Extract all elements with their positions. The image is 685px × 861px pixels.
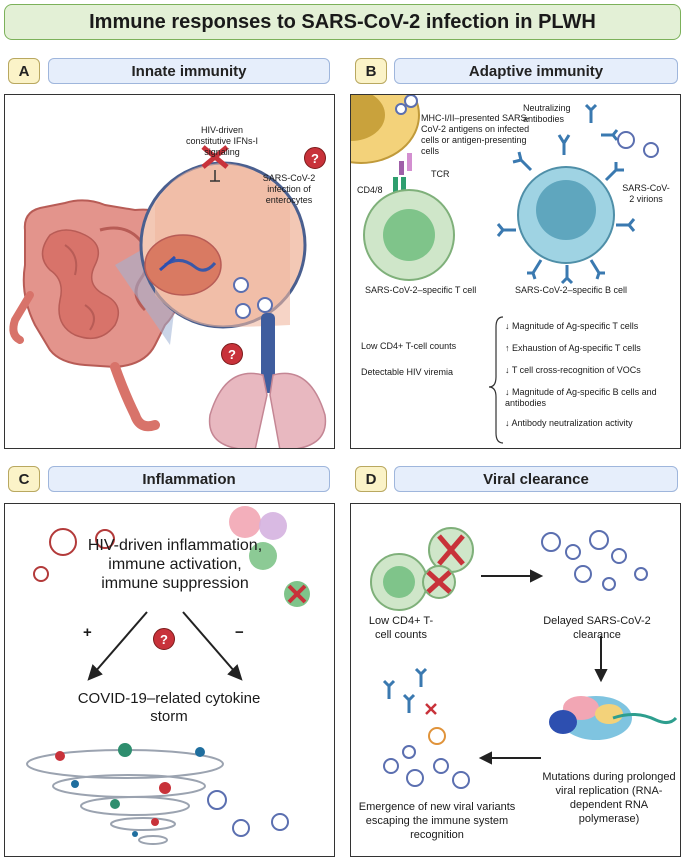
neutralizing-label: Neutralizing antibodies [523,103,571,124]
panel-c-header: Inflammation [48,466,330,492]
panel-d-header: Viral clearance [394,466,678,492]
panel-c-letter: C [8,466,40,492]
question-mark-badge: ? [304,147,326,169]
effect-item: ↓ Antibody neutralization activity [505,418,633,428]
t-cell-label: SARS-CoV-2–specific T cell [365,285,477,295]
panel-a-header: Innate immunity [48,58,330,84]
figure-title: Immune responses to SARS-CoV-2 infection… [4,4,681,40]
panel-c: HIV-driven inflammation, immune activati… [4,503,335,857]
panel-b-illustration [351,95,659,444]
question-mark-badge-lungs: ? [221,343,243,365]
panel-a-illustration [9,145,327,448]
virus-icons [383,530,648,789]
b-cell-icon [517,166,615,264]
hiv-inflammation-label: HIV-driven inflammation, immune activati… [87,537,263,592]
plus-sign: + [83,624,92,641]
condition-low-cd4: Low CD4+ T-cell counts [361,341,457,351]
virus-icons [233,277,273,319]
t-cell-icons [370,527,474,611]
cytokine-storm-label: COVID-19–related cytokine storm [77,690,261,725]
rna-polymerase-illustration [549,696,678,740]
red-cross-icon [201,145,229,182]
panel-c-illustration [26,506,310,845]
emergence-label: Emergence of new viral variants escaping… [358,801,516,841]
effect-item: ↓ Magnitude of Ag-specific B cells and a… [505,387,657,408]
question-mark-badge: ? [153,628,175,650]
antibody-icons [382,667,428,713]
delayed-clearance-label: Delayed SARS-CoV-2 clearance [543,615,651,641]
panel-b: MHC-I/II–presented SARS-CoV-2 antigens o… [350,94,681,449]
cytokine-dots [55,743,205,837]
panel-b-letter: B [355,58,387,84]
panel-d-illustration [370,527,678,789]
panel-d: Low CD4+ T-cell counts Delayed SARS-CoV-… [350,503,681,857]
mhc-label: MHC-I/II–presented SARS-CoV-2 antigens o… [421,113,530,156]
brace [488,316,504,444]
virions-label: SARS-CoV-2 virions [622,183,670,204]
antibody-icons [496,103,636,285]
tcr-label: TCR [431,169,450,179]
infection-label: SARS-CoV-2 infection of enterocytes [262,173,316,205]
hiv-ifn-label: HIV-driven constitutive IFNs-I signaling [185,125,259,157]
receptor-icons [393,153,412,199]
immune-cells-icons [229,506,310,607]
effects-list: ↓ Magnitude of Ag-specific T cells ↑ Exh… [505,321,675,429]
effect-item: ↑ Exhaustion of Ag-specific T cells [505,343,641,353]
panel-d-letter: D [355,466,387,492]
panel-a-letter: A [8,58,40,84]
cytokine-storm-illustration [26,749,224,845]
lungs-illustration [208,313,327,448]
effect-item: ↓ T cell cross-recognition of VOCs [505,365,641,375]
arrows [87,611,243,681]
arrows [478,569,608,765]
mutations-label: Mutations during prolonged viral replica… [542,771,676,825]
b-cell-label: SARS-CoV-2–specific B cell [515,285,628,295]
condition-hiv-viremia: Detectable HIV viremia [361,367,454,377]
minus-sign: − [235,624,244,641]
panel-a: HIV-driven constitutive IFNs-I signaling… [4,94,335,449]
panel-b-header: Adaptive immunity [394,58,678,84]
virus-icons [207,790,289,837]
cd48-label: CD4/8 [357,185,383,195]
virus-icons [395,95,659,158]
effect-item: ↓ Magnitude of Ag-specific T cells [505,321,639,331]
red-cross-icon [425,703,446,745]
t-cell-icon [363,189,455,281]
low-cd4-label: Low CD4+ T-cell counts [368,615,434,641]
virus-icons [33,528,115,582]
